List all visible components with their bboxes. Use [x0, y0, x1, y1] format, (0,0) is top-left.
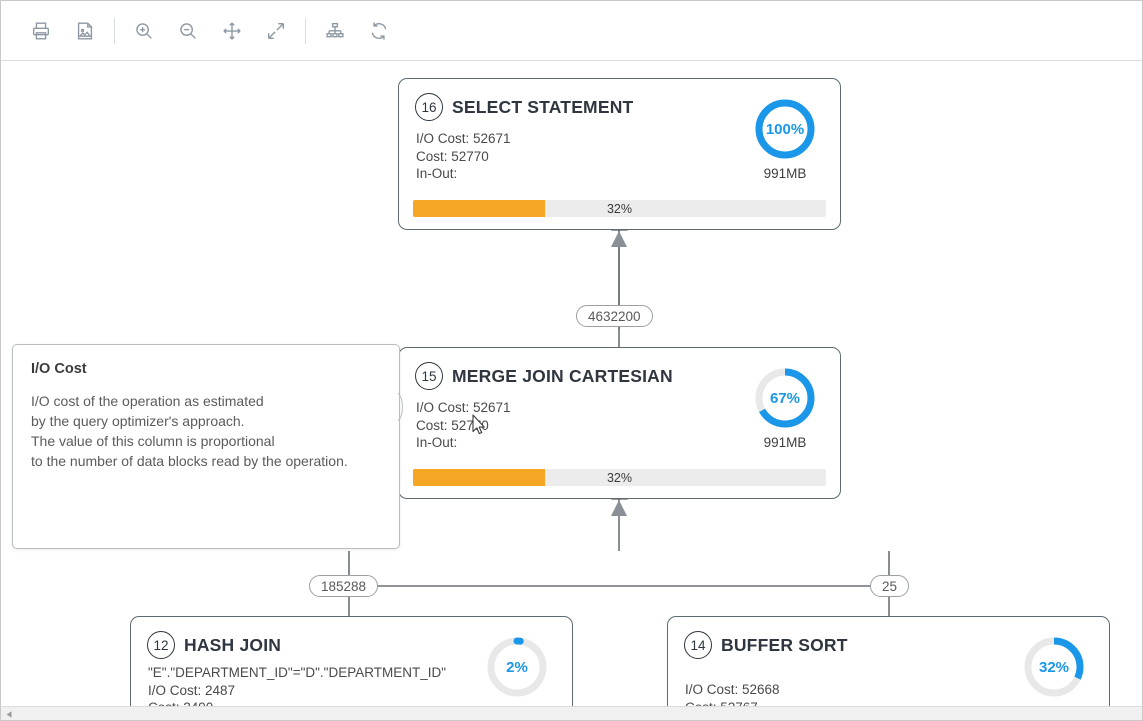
donut-percent-label: 2%: [506, 658, 528, 676]
plan-node-select-statement[interactable]: 16 SELECT STATEMENT I/O Cost: 52671 Cost…: [398, 78, 841, 230]
edge-label-merge-buffer: 25: [870, 575, 910, 597]
node-title: SELECT STATEMENT: [452, 96, 634, 117]
scroll-left-arrow-icon[interactable]: [1, 707, 17, 721]
tooltip-pointer-icon: [398, 393, 407, 421]
node-donut-group: 67% 991MB: [746, 366, 824, 450]
node-title: MERGE JOIN CARTESIAN: [452, 365, 673, 386]
node-body: I/O Cost: 52668 Cost: 52767: [668, 659, 1109, 706]
progress-label: 32%: [606, 201, 633, 216]
node-header: 12 HASH JOIN: [131, 617, 572, 659]
node-header: 14 BUFFER SORT: [668, 617, 1109, 659]
plan-canvas[interactable]: 16 SELECT STATEMENT I/O Cost: 52671 Cost…: [1, 61, 1142, 706]
fit-screen-icon[interactable]: [254, 9, 298, 53]
node-body: I/O Cost: 52671 Cost: 52770 In-Out:: [399, 121, 840, 183]
donut-percent-label: 100%: [765, 120, 805, 138]
print-icon[interactable]: [19, 9, 63, 53]
zoom-in-icon[interactable]: [122, 9, 166, 53]
node-donut-group: 2% 26MB: [478, 635, 556, 706]
donut-chart: 100%: [753, 97, 817, 161]
tooltip-line: The value of this column is proportional: [31, 433, 275, 449]
node-memory-label: 991MB: [763, 166, 807, 181]
node-memory-label: 991MB: [763, 435, 807, 450]
donut-chart: 67%: [753, 366, 817, 430]
progress-label: 32%: [606, 470, 633, 485]
toolbar: [1, 1, 1142, 61]
node-io-cost: I/O Cost: 2487: [148, 682, 236, 698]
node-title: HASH JOIN: [184, 634, 282, 655]
node-header: 16 SELECT STATEMENT: [399, 79, 840, 121]
toolbar-separator-1: [114, 17, 115, 44]
toolbar-separator-2: [305, 17, 306, 44]
io-cost-tooltip: I/O Cost I/O cost of the operation as es…: [12, 344, 403, 549]
node-memory-label: 550B: [1015, 704, 1093, 706]
tooltip-line: by the query optimizer's approach.: [31, 413, 245, 429]
arrowhead-merge: [611, 500, 627, 516]
progress-fill: [413, 200, 546, 217]
pan-icon[interactable]: [210, 9, 254, 53]
node-io-cost: I/O Cost: 52668: [685, 682, 780, 697]
donut-percent-label: 32%: [1038, 658, 1070, 676]
plan-node-hash-join[interactable]: 12 HASH JOIN "E"."DEPARTMENT_ID"="D"."DE…: [130, 616, 573, 706]
node-cost: Cost: 52770: [416, 148, 489, 164]
node-predicate: "E"."DEPARTMENT_ID"="D"."DEPARTMENT_ID": [148, 665, 447, 680]
export-image-icon[interactable]: [63, 9, 107, 53]
node-cost: Cost: 52770: [416, 417, 489, 433]
edge-label-select-merge: 4632200: [576, 305, 653, 327]
node-progress-bar: 32%: [413, 200, 826, 217]
node-io-cost: I/O Cost: 52671: [416, 131, 511, 146]
tooltip-line: I/O cost of the operation as estimated: [31, 393, 264, 409]
node-donut-group: 32% 550B: [1015, 635, 1093, 706]
node-number-badge: 14: [684, 631, 712, 659]
node-title: BUFFER SORT: [721, 634, 848, 655]
node-cost: Cost: 52767: [685, 699, 1109, 707]
progress-fill: [413, 469, 546, 486]
node-progress-bar: 32%: [413, 469, 826, 486]
node-header: 15 MERGE JOIN CARTESIAN: [399, 348, 840, 390]
tooltip-title: I/O Cost: [31, 361, 87, 377]
node-body: "E"."DEPARTMENT_ID"="D"."DEPARTMENT_ID" …: [131, 659, 572, 706]
plan-node-buffer-sort[interactable]: 14 BUFFER SORT I/O Cost: 52668 Cost: 527…: [667, 616, 1110, 706]
donut-chart: 32%: [1022, 635, 1086, 699]
tooltip-line: to the number of data blocks read by the…: [31, 453, 348, 469]
node-io-cost: I/O Cost: 52671: [416, 400, 511, 415]
refresh-icon[interactable]: [357, 9, 401, 53]
donut-percent-label: 67%: [769, 389, 801, 407]
node-in-out: In-Out:: [416, 166, 458, 181]
node-number-badge: 15: [415, 362, 443, 390]
tree-layout-icon[interactable]: [313, 9, 357, 53]
node-cost: Cost: 2490: [148, 699, 572, 706]
node-number-badge: 16: [415, 93, 443, 121]
arrowhead-select: [611, 231, 627, 247]
node-memory-label: 26MB: [478, 704, 556, 706]
donut-chart: 2%: [485, 635, 549, 699]
node-donut-group: 100% 991MB: [746, 97, 824, 181]
node-number-badge: 12: [147, 631, 175, 659]
node-in-out: In-Out:: [416, 435, 458, 450]
edge-label-merge-hash: 185288: [309, 575, 379, 597]
horizontal-scrollbar[interactable]: [1, 706, 1142, 721]
plan-node-merge-join-cartesian[interactable]: 15 MERGE JOIN CARTESIAN I/O Cost: 52671 …: [398, 347, 841, 499]
zoom-out-icon[interactable]: [166, 9, 210, 53]
node-body: I/O Cost: 52671 Cost: 52770 In-Out:: [399, 390, 840, 452]
